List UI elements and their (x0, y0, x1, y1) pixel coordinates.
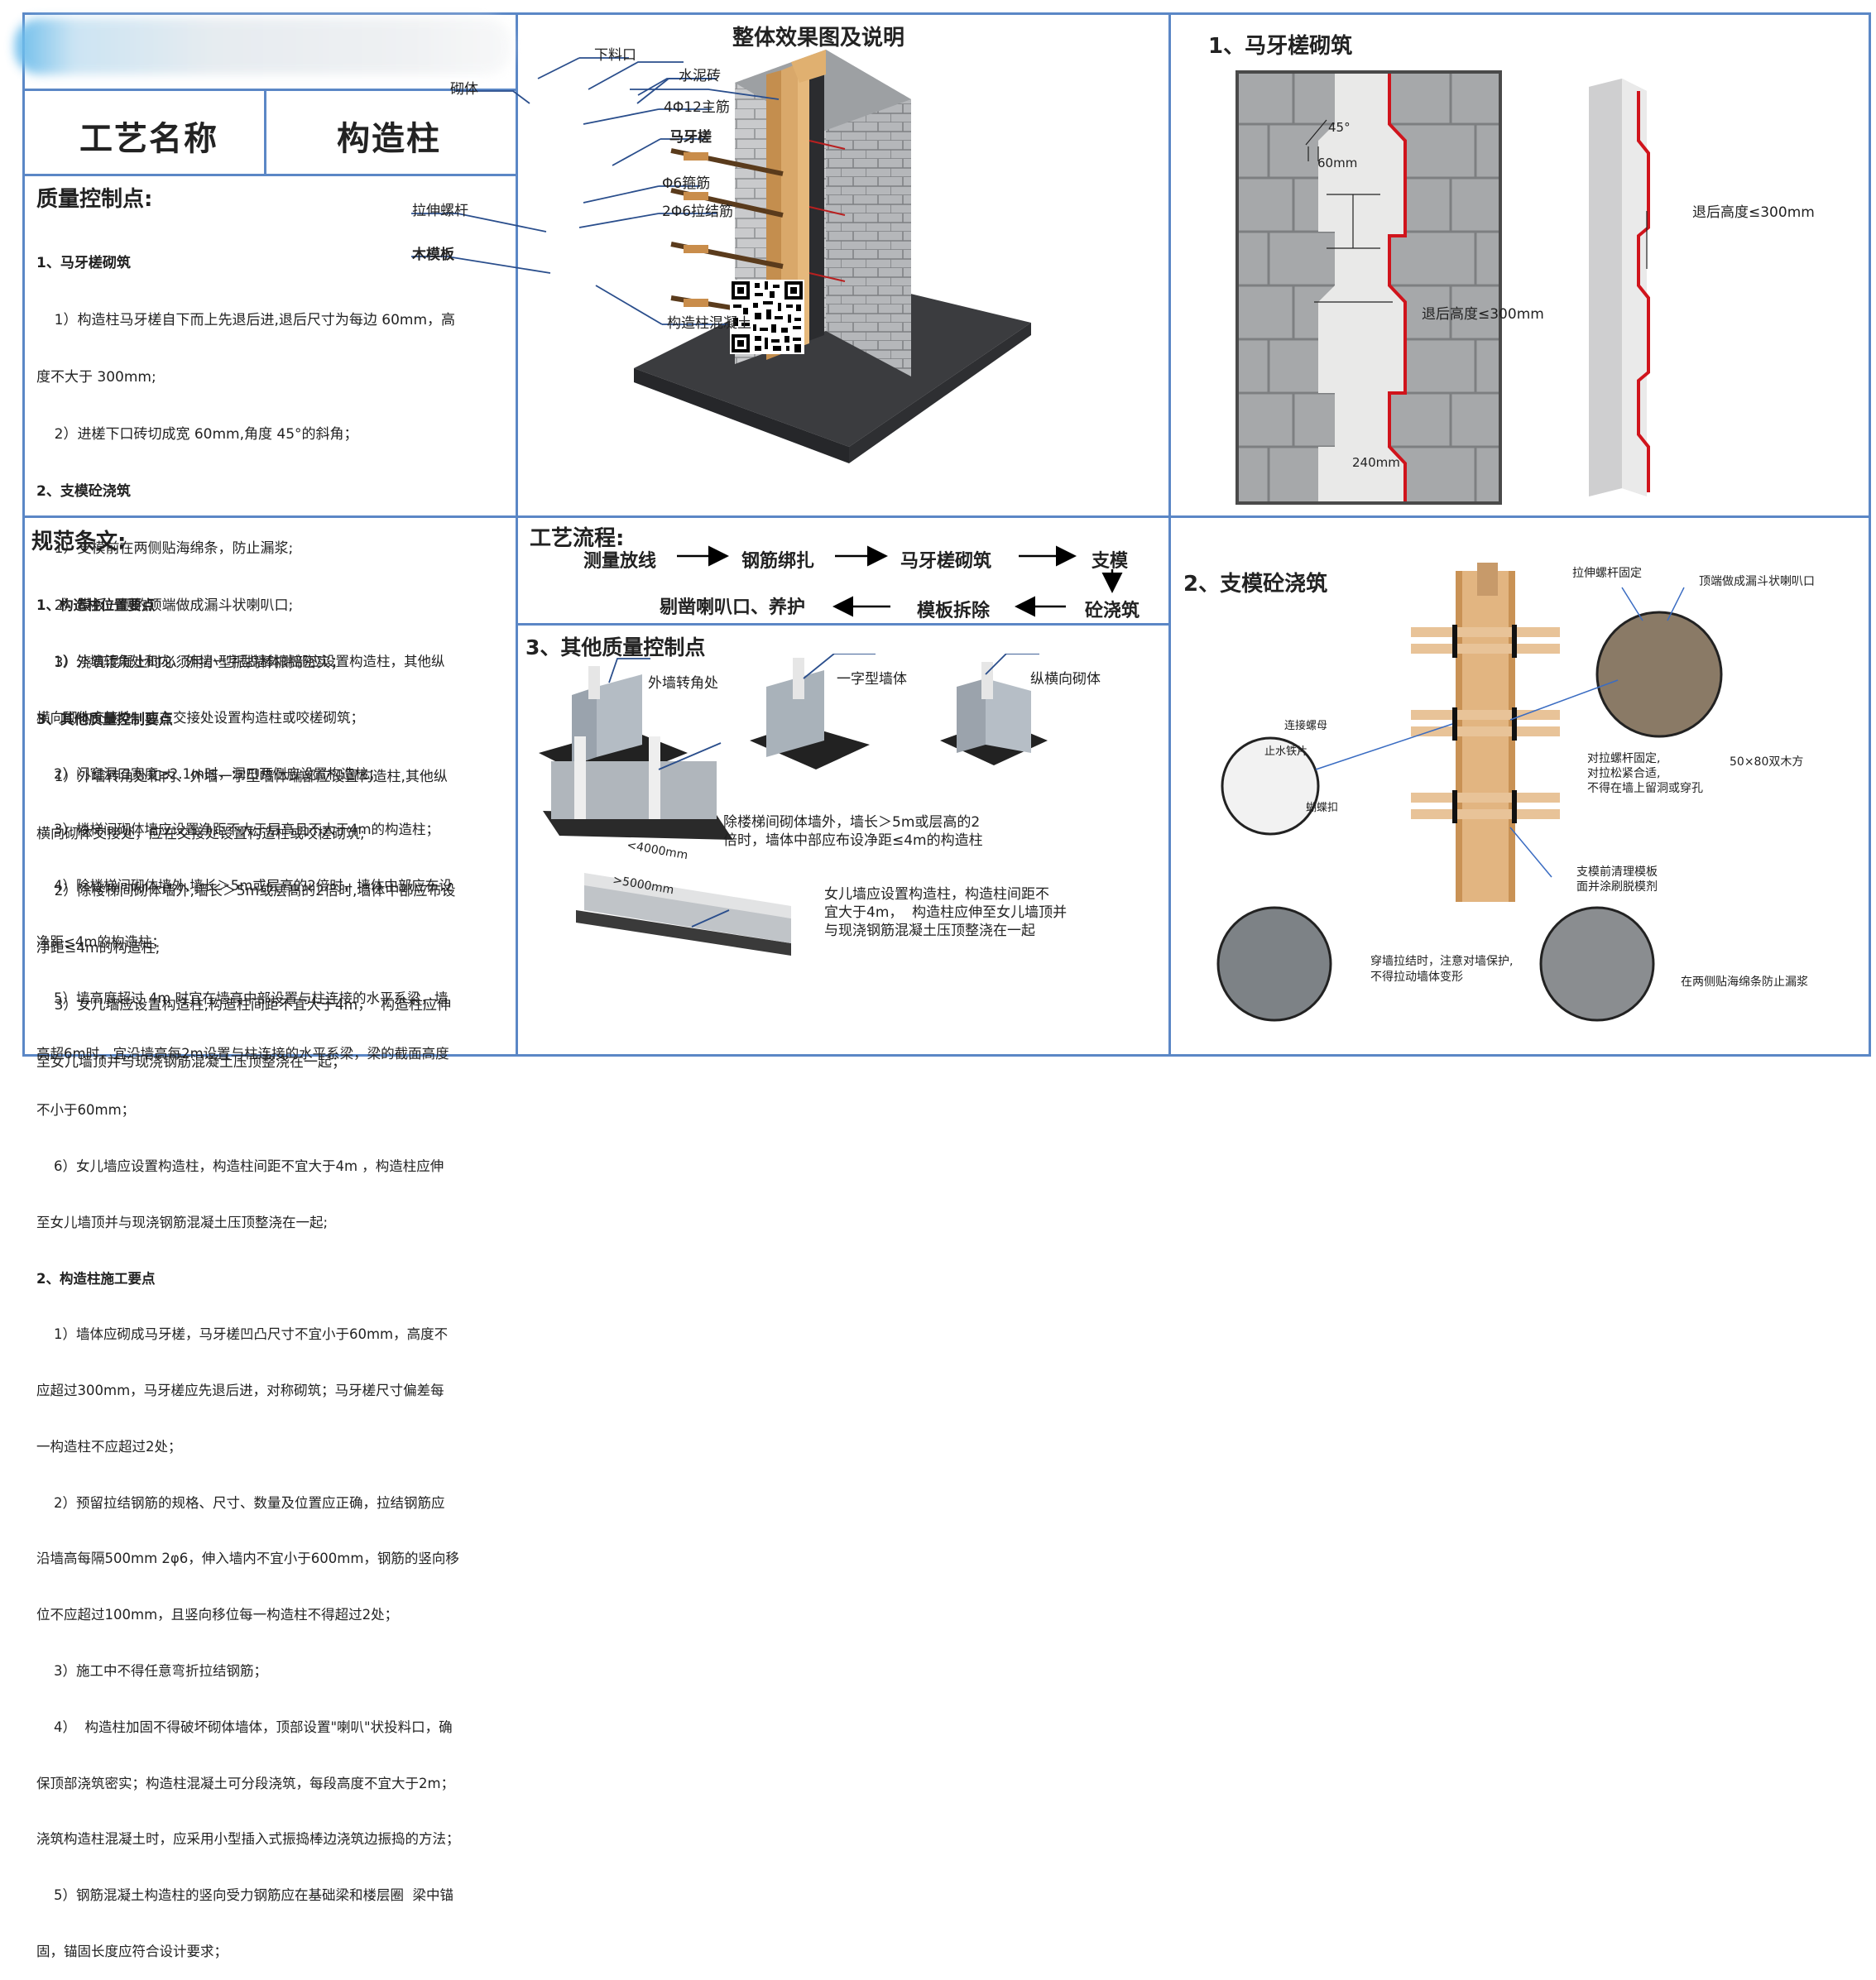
norm-line: 1、构造柱位置要点 (36, 597, 156, 614)
norm-line: 1）外墙转角处和内、外墙一字型墙体端部应设置构造柱，其他纵 (36, 653, 445, 669)
norm-title: 规范条文: (31, 530, 127, 554)
section2-title: 2、支模砼浇筑 (1183, 572, 1328, 597)
norm-line: 3）楼梯间砌体墙应设置净距不大于层高且不大于4m的构造柱； (36, 822, 440, 838)
label-hunningtu: 构造柱混凝土 (667, 315, 751, 332)
quality-line: 1）构造柱马牙槎自下而上先退后进,退后尺寸为每边 60mm，高 (36, 312, 455, 328)
label-xialiaokou: 下料口 (594, 47, 636, 64)
norm-line: 4） 构造柱加固不得破坏砌体墙体，顶部设置"喇叭"状投料口，确 (36, 1719, 453, 1735)
process-name-label: 工艺名称 (79, 120, 218, 158)
quality-line: 2、支模砼浇筑 (36, 483, 131, 500)
label-zonghengxiang: 纵横向砌体 (1030, 671, 1101, 688)
quality-text: 1、马牙槎砌筑 1）构造柱马牙槎自下而上先退后进,退后尺寸为每边 60mm，高 … (36, 216, 512, 1091)
norm-line: 沿墙高每隔500mm 2φ6，伸入墙内不宜小于600mm，钢筋的竖向移 (36, 1551, 459, 1567)
quality-line: 度不大于 300mm; (36, 369, 156, 386)
norm-line: 1）墙体应砌成马牙槎，马牙槎凹凸尺寸不宜小于60mm，高度不 (36, 1326, 449, 1343)
norm-line: 横向砌体交接处，应在交接处设置构造柱或咬槎砌筑； (36, 709, 364, 726)
section1-3d-column (1589, 79, 1650, 496)
step-7: 剔凿喇叭口、养护 (660, 597, 806, 618)
qr-code (730, 280, 804, 354)
overview-leaders-main (411, 57, 728, 325)
process-title: 工艺流程: (530, 526, 625, 551)
label-lajiejin: 2Φ6拉结筋 (662, 204, 734, 220)
label-lashenluogan: 拉伸螺杆 (412, 203, 468, 219)
panel-section2 (1168, 515, 1871, 1057)
norm-line: 净距≤4m的构造柱； (36, 933, 166, 950)
label-louti: 除楼梯间砌体墙外，墙长＞5m或层高的2 倍时，墙体中部应布设净距≤4m的构造柱 (723, 814, 983, 849)
label-retreat-3d: 退后高度≤300mm (1692, 204, 1815, 221)
section3-illustration (539, 654, 1048, 956)
label-luogan: 拉伸螺杆固定 (1572, 567, 1642, 580)
step-5: 砼浇筑 (1085, 601, 1140, 621)
quality-title: 质量控制点: (36, 187, 153, 212)
quality-line: 横向砌体交接处，应在交接处设置构造柱或咬槎砌筑; (36, 826, 365, 842)
quality-line: 3）浇筑混凝土时必须用小型振捣棒振捣密实； (36, 654, 345, 671)
step-2: 钢筋绑扎 (741, 551, 815, 572)
norm-line: 应超过300mm，马牙槎应先退后进，对称砌筑；马牙槎尺寸偏差每 (36, 1383, 444, 1399)
title-divider (264, 89, 266, 176)
step-3: 马牙槎砌筑 (900, 551, 992, 572)
step-6: 模板拆除 (917, 601, 991, 621)
quality-line: 1、马牙槎砌筑 (36, 255, 131, 271)
label-qiti: 砌体 (450, 81, 478, 98)
norm-line: 一构造柱不应超过2处； (36, 1438, 182, 1455)
norm-line: 2）门窗洞口宽度≥2.1m时，洞口两侧应设置构造柱； (36, 765, 382, 782)
label-waiqiang: 外墙转角处 (648, 675, 718, 692)
label-haimiantiao: 在两侧贴海绵条防止漏浆 (1681, 976, 1808, 989)
label-duila: 对拉螺杆固定, 对拉松紧合适, 不得在墙上留洞或穿孔 (1587, 752, 1703, 795)
label-zhishui: 止水铁片 (1264, 745, 1308, 758)
process-name-value: 构造柱 (337, 120, 441, 158)
label-gujin: Φ6箍筋 (662, 175, 711, 192)
step-4: 支模 (1092, 551, 1129, 572)
label-retreat: 退后高度≤300mm (1422, 306, 1544, 323)
overview-title: 整体效果图及说明 (732, 26, 905, 50)
norm-line: 不小于60mm； (36, 1102, 136, 1119)
process-arrows (677, 545, 1123, 617)
norm-line: 5）钢筋混凝土构造柱的竖向受力钢筋应在基础梁和楼层圈 梁中锚 (36, 1887, 453, 1904)
norm-line: 4）除楼梯间砌体墙外,墙长＞5m或层高的2倍时，墙体中部应布设 (36, 878, 453, 894)
norm-line: 2）预留拉结钢筋的规格、尺寸、数量及位置应正确，拉结钢筋应 (36, 1494, 445, 1511)
label-mumuban: 木模板 (412, 247, 454, 263)
norm-line: 3）施工中不得任意弯折拉结钢筋； (36, 1663, 267, 1680)
label-labaokou: 顶端做成漏斗状喇叭口 (1699, 575, 1815, 588)
norm-line: 2、构造柱施工要点 (36, 1270, 156, 1287)
norm-line: 浇筑构造柱混凝土时，应采用小型插入式振捣棒边浇筑边振捣的方法； (36, 1831, 460, 1848)
label-240mm: 240mm (1352, 455, 1400, 470)
label-dieluokou: 蝴蝶扣 (1306, 802, 1339, 814)
norm-text: 1、构造柱位置要点 1）外墙转角处和内、外墙一字型墙体端部应设置构造柱，其他纵 … (36, 559, 512, 1980)
norm-line: 6）女儿墙应设置构造柱，构造柱间距不宜大于4m ，构造柱应伸 (36, 1158, 444, 1174)
quality-line: 2）进槎下口砖切成宽 60mm,角度 45°的斜角； (36, 426, 358, 443)
norm-line: 固，锚固长度应符合设计要求； (36, 1943, 228, 1959)
step-1: 测量放线 (583, 551, 657, 572)
norm-line: 位不应超过100mm，且竖向移位每一构造柱不得超过2处； (36, 1607, 399, 1623)
quality-line: 2）模板一侧的顶端做成漏斗状喇叭口; (36, 597, 294, 614)
label-shuinizhuan: 水泥砖 (679, 68, 721, 84)
label-45deg: 45° (1328, 120, 1351, 135)
section1-toothed-wall (1235, 70, 1502, 505)
label-mayacha: 马牙槎 (669, 129, 712, 146)
quality-line: 1）外墙转角处和内、外墙一字型墙体端部应设置构造柱,其他纵 (36, 769, 448, 785)
label-tuomoji: 支模前清理模板 面并涂刷脱模剂 (1576, 865, 1658, 894)
norm-line: 至女儿墙顶并与现浇钢筋混凝土压顶整浇在一起; (36, 1214, 329, 1230)
quality-line: 3）女儿墙应设置构造柱,构造柱间距不宜大于4m， 构造柱应伸 (36, 997, 452, 1014)
norm-line: 高超6m时，宜沿墙高每2m设置与柱连接的水平系梁，梁的截面高度 (36, 1046, 449, 1062)
quality-line: 净距≤4m的构造柱; (36, 940, 161, 956)
label-lianjieluomu: 连接螺母 (1284, 720, 1328, 732)
label-60mm: 60mm (1317, 156, 1358, 170)
quality-line: 2）除楼梯间砌体墙外,墙长＞5m或层高的2倍时,墙体中部应布设 (36, 883, 456, 899)
label-nverqiang: 女儿墙应设置构造柱，构造柱间距不 宜大于4m， 构造柱应伸至女儿墙顶并 与现浇钢… (824, 886, 1068, 939)
section3-title: 3、其他质量控制点 (525, 635, 706, 659)
section1-title: 1、马牙槎砌筑 (1208, 34, 1353, 59)
norm-line: 5）墙高度超过 4m 时宜在墙高中部设置与柱连接的水平系梁，墙 (36, 990, 449, 1006)
quality-line: 3、其他质量控制要点 (36, 712, 173, 728)
label-shuangmufang: 50×80双木方 (1730, 755, 1804, 769)
quality-line: 1）支模前在两侧贴海绵条，防止漏浆; (36, 540, 294, 557)
logo-blur (15, 18, 511, 74)
label-zhujin: 4Φ12主筋 (664, 99, 730, 116)
label-yizixing: 一字型墙体 (837, 671, 907, 688)
section2-formwork (1216, 563, 1723, 1022)
norm-line: 保顶部浇筑密实；构造柱混凝土可分段浇筑，每段高度不宜大于2m； (36, 1775, 455, 1791)
label-chuanqiang: 穿墙拉结时，注意对墙保护, 不得拉动墙体变形 (1370, 955, 1514, 984)
